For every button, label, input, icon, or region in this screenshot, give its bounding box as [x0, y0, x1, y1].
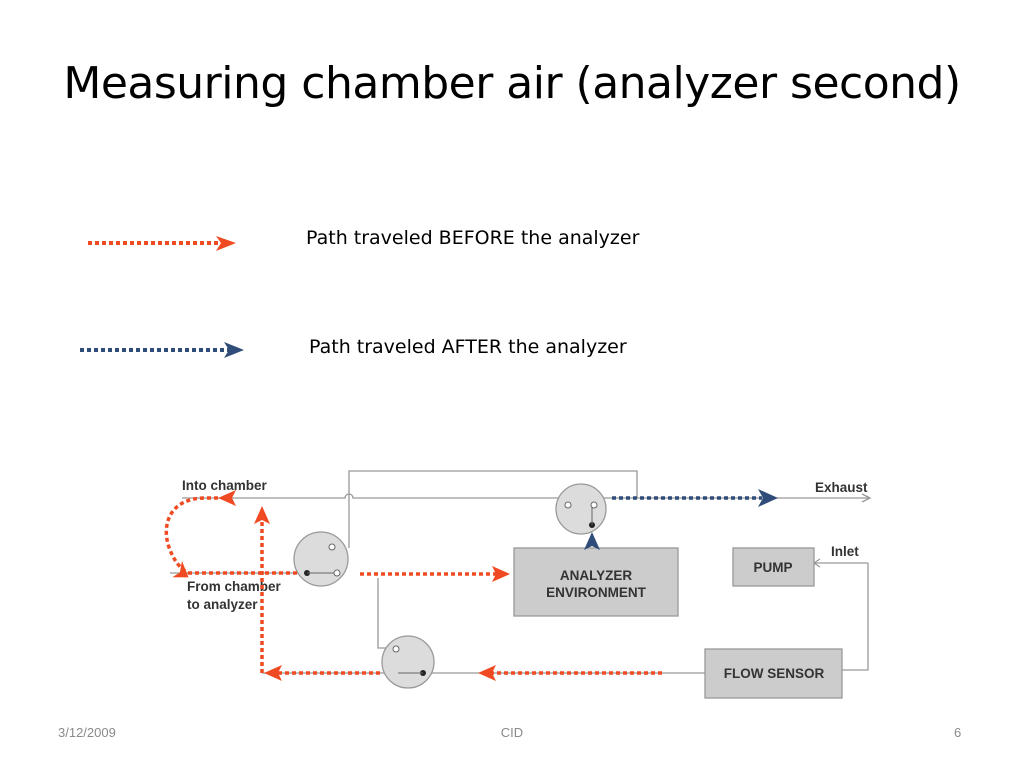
footer-center-text: CID — [500, 725, 524, 740]
legend-after-label: Path traveled AFTER the analyzer — [309, 336, 627, 358]
legend-before-label: Path traveled BEFORE the analyzer — [306, 227, 640, 249]
flow-sensor-label: FLOW SENSOR — [724, 666, 825, 681]
slide-title: Measuring chamber air (analyzer second) — [63, 58, 961, 109]
valve-2 — [555, 483, 607, 535]
legend-before-arrow — [88, 236, 236, 251]
analyzer-label-line1: ANALYZER — [560, 568, 633, 583]
footer-page-number: 6 — [954, 725, 962, 740]
pump-label: PUMP — [753, 560, 792, 575]
path-before-arrowheads — [172, 490, 510, 681]
pump-box: PUMP — [732, 547, 815, 587]
flow-sensor-box: FLOW SENSOR — [704, 648, 843, 699]
valve-1 — [293, 531, 349, 587]
into-chamber-label: Into chamber — [182, 478, 268, 493]
inlet-label: Inlet — [831, 544, 859, 559]
exhaust-label: Exhaust — [815, 480, 868, 495]
footer-date: 3/12/2009 — [58, 725, 116, 740]
path-before-analyzer — [164, 496, 662, 675]
legend-after-arrow — [80, 342, 244, 358]
path-after-arrowheads — [584, 489, 778, 550]
from-chamber-label-line2: to analyzer — [187, 597, 258, 612]
valve-3 — [381, 635, 435, 689]
analyzer-label-line2: ENVIRONMENT — [546, 585, 647, 600]
analyzer-environment-box: ANALYZER ENVIRONMENT — [513, 547, 679, 617]
from-chamber-label-line1: From chamber — [187, 579, 282, 594]
